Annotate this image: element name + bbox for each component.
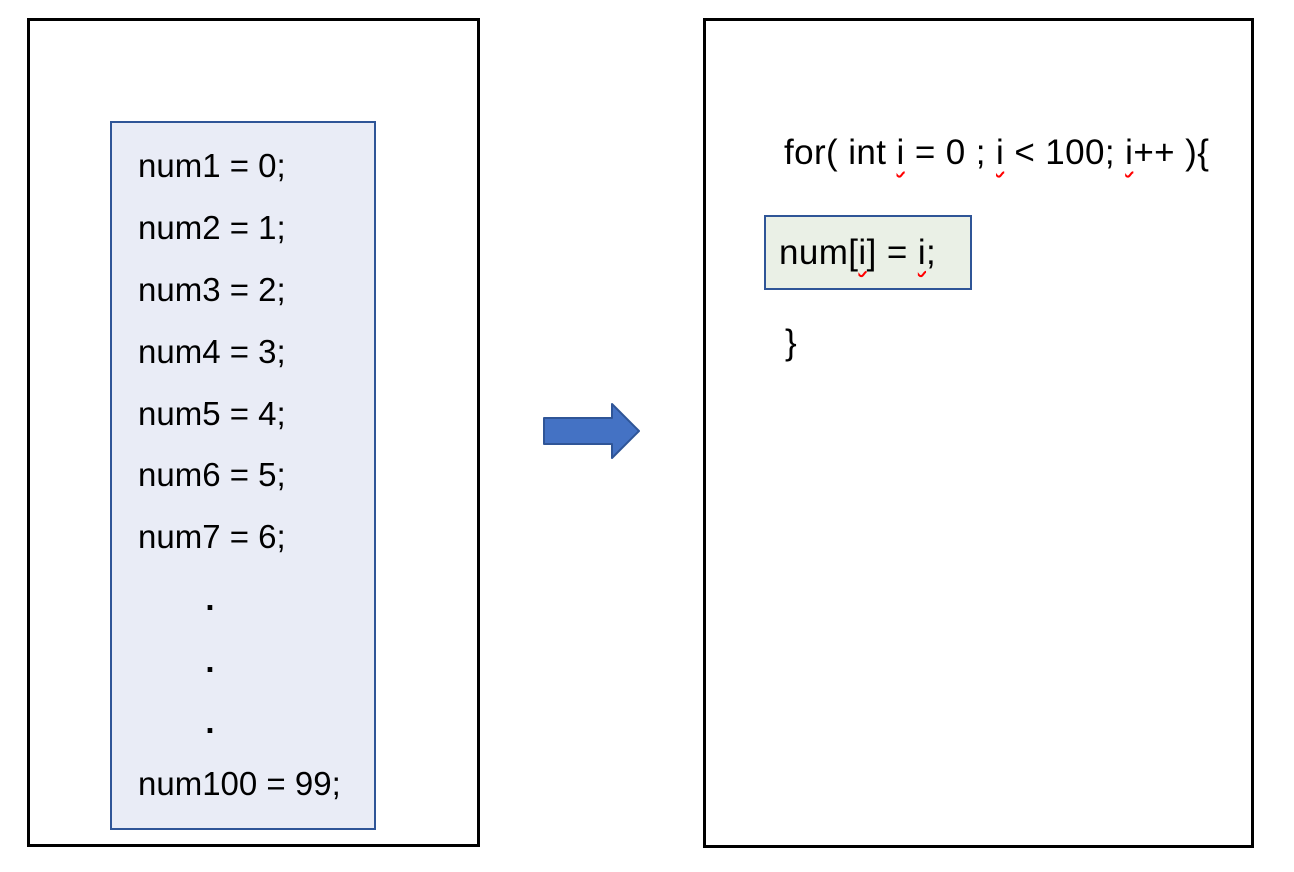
left-panel: num1 = 0; num2 = 1; num3 = 2; num4 = 3; num5… — [27, 18, 480, 847]
code-token: num[ — [779, 232, 859, 272]
assignment-line: num6 = 5; — [138, 456, 286, 494]
assignment-line: num4 = 3; — [138, 332, 286, 370]
code-token: < 100; — [1004, 133, 1126, 172]
misspelled-token: i — [917, 232, 927, 272]
ellipsis-dot: . — [205, 579, 215, 617]
code-token: for( int — [784, 133, 897, 172]
code-token: ++ ){ — [1133, 133, 1210, 172]
misspelled-token: i — [1125, 133, 1134, 172]
misspelled-token: i — [858, 232, 867, 272]
closing-brace: } — [785, 323, 798, 362]
right-arrow-shape — [543, 403, 640, 459]
right-panel: for( int i = 0 ; i < 100; i++ ){ num[i] … — [703, 18, 1254, 848]
right-arrow-icon — [543, 403, 640, 459]
misspelled-token: i — [896, 133, 905, 172]
assignment-line: num100 = 99; — [138, 765, 341, 803]
for-loop-line: for( int i = 0 ; i < 100; i++ ){ — [784, 133, 1209, 173]
assignment-line: num7 = 6; — [138, 518, 286, 556]
loop-body-box: num[i] = i; — [764, 215, 972, 290]
loop-body-line: num[i] = i; — [779, 233, 936, 273]
assignment-line: num1 = 0; — [138, 147, 286, 185]
assignment-line: num3 = 2; — [138, 271, 286, 308]
ellipsis-dot: . — [205, 703, 215, 741]
assignment-line: num2 = 1; — [138, 209, 286, 247]
code-token: ; — [926, 232, 937, 272]
ellipsis-dot: . — [205, 641, 215, 679]
code-token: = 0 ; — [904, 133, 997, 172]
assignment-line: num5 = 4; — [138, 394, 286, 432]
assignments-box: num1 = 0; num2 = 1; num3 = 2; num4 = 3; num5… — [110, 121, 376, 830]
code-token: ] = — [866, 232, 918, 272]
misspelled-token: i — [996, 133, 1005, 172]
